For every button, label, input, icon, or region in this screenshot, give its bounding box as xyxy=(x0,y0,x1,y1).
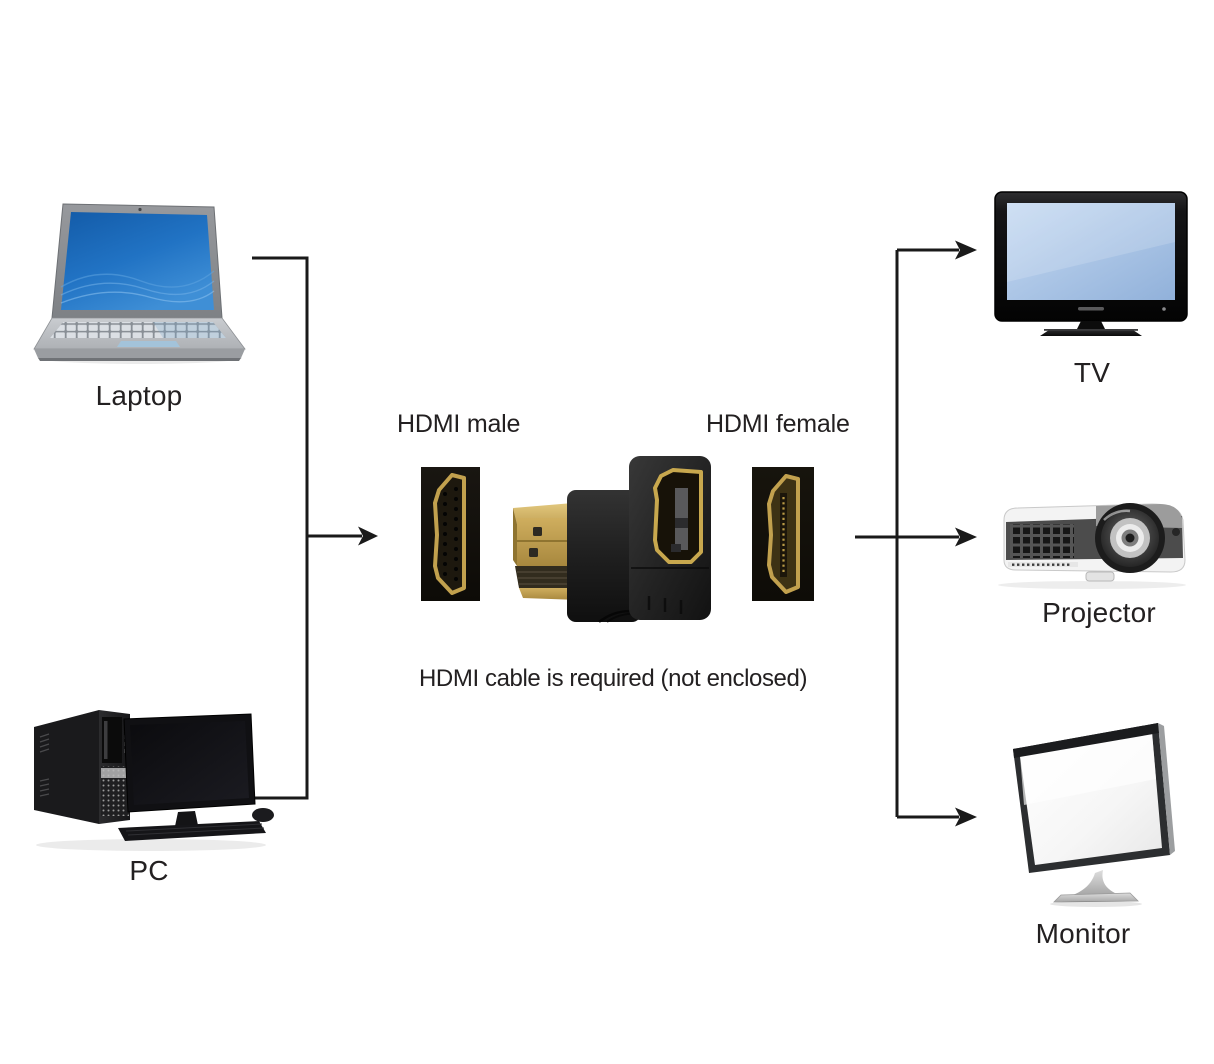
hdmi-male-label: HDMI male xyxy=(397,410,521,438)
hdmi-adapter-image xyxy=(503,448,715,632)
tv-image xyxy=(992,190,1190,338)
projector-icon xyxy=(998,503,1186,589)
pc-icon xyxy=(34,710,274,851)
pc-image xyxy=(26,703,276,853)
monitor-label: Monitor xyxy=(1035,918,1131,949)
monitor-arrowhead xyxy=(955,807,977,827)
projector-label: Projector xyxy=(1042,597,1156,628)
hdmi-adapter-icon xyxy=(513,456,711,623)
adapter-to-displays-line xyxy=(855,248,959,819)
adapter-caption: HDMI cable is required (not enclosed) xyxy=(419,665,808,692)
projector-image xyxy=(992,498,1192,590)
hdmi-male-connector-image xyxy=(421,467,480,601)
adapter-arrowhead xyxy=(358,526,378,546)
projector-arrowhead xyxy=(955,527,977,547)
hdmi-female-label: HDMI female xyxy=(706,410,850,438)
tv-arrowhead xyxy=(955,240,977,260)
hdmi-female-port-icon xyxy=(752,467,814,601)
pc-label: PC xyxy=(129,855,169,886)
tv-icon xyxy=(994,191,1188,336)
hdmi-female-connector-image xyxy=(752,467,814,601)
laptop-label: Laptop xyxy=(95,380,183,411)
laptop-image xyxy=(33,195,247,367)
monitor-image xyxy=(995,713,1190,911)
hdmi-male-port-icon xyxy=(421,467,480,601)
monitor-icon xyxy=(1013,723,1175,907)
tv-label: TV xyxy=(1073,357,1111,388)
laptop-icon xyxy=(33,203,246,364)
